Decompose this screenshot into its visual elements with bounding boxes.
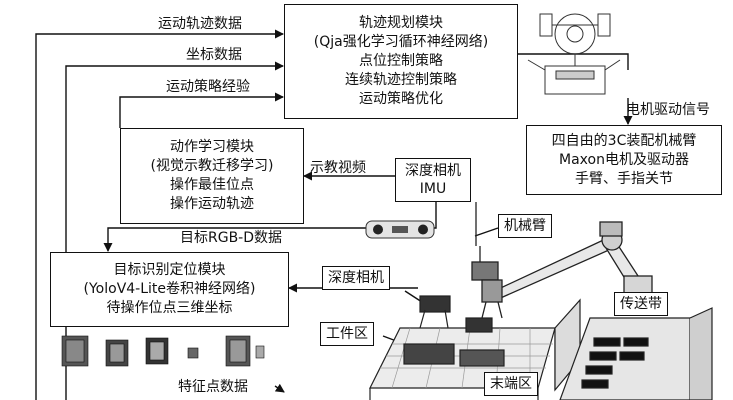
action-title: 动作学习模块 (170, 139, 254, 155)
depth-imu-imu: IMU (419, 181, 447, 197)
label-motor-drive-signal: 电机驱动信号 (626, 102, 710, 118)
feed-line-strategy (119, 92, 284, 128)
action-learning-box: 动作学习模块 (视觉示教迁移学习) 操作最佳位点 操作运动轨迹 (120, 128, 304, 224)
tag-depth-camera: 深度相机 (322, 266, 390, 290)
trajectory-optimization: 运动策略优化 (359, 91, 443, 107)
label-motion-strategy-experience: 运动策略经验 (166, 79, 250, 95)
label-coordinate-data: 坐标数据 (186, 47, 242, 63)
conveyor-icon (559, 307, 713, 400)
line-rgbd (103, 201, 437, 252)
recognition-network: (YoloV4-Lite卷积神经网络) (83, 281, 256, 297)
tag-robot-arm: 机械臂 (498, 214, 552, 238)
label-target-rgbd-data: 目标RGB-D数据 (180, 230, 283, 246)
action-best-point: 操作最佳位点 (170, 177, 254, 193)
trajectory-title: 轨迹规划模块 (359, 15, 443, 31)
workbench-icon (369, 295, 581, 400)
tag-end-area: 末端区 (484, 372, 538, 396)
tag-work-area: 工件区 (320, 322, 374, 346)
label-motion-trajectory-data: 运动轨迹数据 (158, 16, 242, 32)
trajectory-network: (Qja强化学习循环神经网络) (313, 34, 489, 50)
depth-camera-icon (365, 220, 435, 239)
line-trajectory-to-robot (518, 53, 629, 70)
line-feature-point (274, 383, 285, 393)
robot-joints: 手臂、手指关节 (575, 170, 673, 187)
trajectory-point-strategy: 点位控制策略 (359, 53, 443, 69)
robot-arm-box: 四自由的3C装配机械臂 Maxon电机及驱动器 手臂、手指关节 (526, 125, 722, 195)
robot-motor: Maxon电机及驱动器 (559, 151, 689, 168)
robot-title: 四自由的3C装配机械臂 (551, 132, 697, 149)
depth-camera-imu-box: 深度相机 IMU (395, 158, 471, 202)
tag-conveyor: 传送带 (614, 292, 668, 316)
motor-driver-schematic-icon (527, 13, 621, 95)
feed-line-motion-trajectory (35, 29, 284, 400)
action-trajectory: 操作运动轨迹 (170, 196, 254, 212)
label-feature-point-data: 特征点数据 (178, 379, 248, 395)
label-demo-video: 示教视频 (310, 160, 366, 176)
trajectory-continuous-strategy: 连续轨迹控制策略 (345, 72, 457, 88)
recognition-title: 目标识别定位模块 (113, 262, 226, 278)
target-recognition-box: 目标识别定位模块 (YoloV4-Lite卷积神经网络) 待操作位点三维坐标 (50, 252, 289, 327)
trajectory-planning-box: 轨迹规划模块 (Qja强化学习循环神经网络) 点位控制策略 连续轨迹控制策略 运… (284, 4, 518, 119)
recognition-coordinates: 待操作位点三维坐标 (106, 300, 233, 316)
point-cloud-samples-icon (61, 335, 265, 367)
depth-imu-camera: 深度相机 (405, 163, 461, 179)
action-method: (视觉示教迁移学习) (150, 158, 274, 174)
